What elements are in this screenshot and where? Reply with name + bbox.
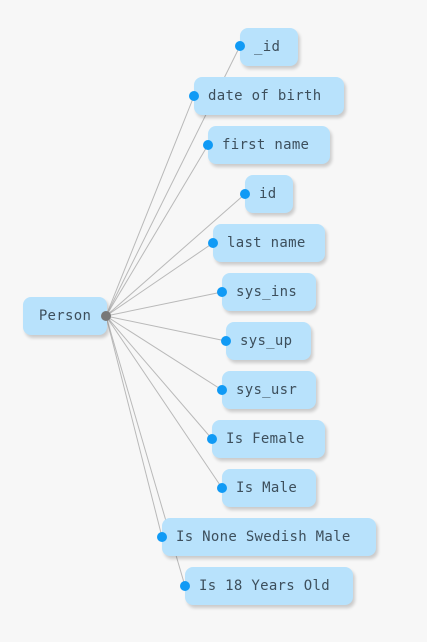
field-node-label: Is Female [226, 431, 305, 447]
edge-sys-usr [105, 315, 223, 391]
field-node-sys-usr[interactable]: sys_usr [222, 371, 316, 409]
entity-node-person[interactable]: Person [23, 297, 107, 335]
field-node-label: Is Male [236, 480, 298, 496]
edge-id [105, 193, 246, 317]
field-connector-dot [207, 434, 217, 444]
field-node-label: sys_up [240, 333, 293, 349]
field-node-label: date of birth [208, 88, 322, 104]
field-node-label: first name [222, 137, 310, 153]
edge-is-none-swedish-male [105, 315, 163, 538]
edge-last-name [105, 242, 214, 317]
field-node-label: sys_ins [236, 284, 298, 300]
field-connector-dot [157, 532, 167, 542]
field-connector-dot [221, 336, 231, 346]
field-connector-dot [235, 41, 245, 51]
field-connector-dot [217, 483, 227, 493]
field-node-date-of-birth[interactable]: date of birth [194, 77, 344, 115]
field-connector-dot [203, 140, 213, 150]
entity-node-label: Person [38, 308, 92, 324]
field-node-is-female[interactable]: Is Female [212, 420, 325, 458]
field-node-label: _id [254, 39, 281, 55]
field-connector-dot [180, 581, 190, 591]
field-connector-dot [208, 238, 218, 248]
edge-is-female [105, 315, 213, 440]
field-node-is-18-years-old[interactable]: Is 18 Years Old [185, 567, 353, 605]
field-node-is-none-swedish-male[interactable]: Is None Swedish Male [162, 518, 376, 556]
field-node-id[interactable]: id [245, 175, 293, 213]
edge-sys-up [105, 315, 227, 342]
field-node-label: id [259, 186, 277, 202]
field-node-first-name[interactable]: first name [208, 126, 330, 164]
edge-sys-ins [105, 291, 223, 317]
field-node-last-name[interactable]: last name [213, 224, 325, 262]
field-node-sys-up[interactable]: sys_up [226, 322, 311, 360]
field-connector-dot [240, 189, 250, 199]
field-connector-dot [217, 385, 227, 395]
field-node-label: sys_usr [236, 382, 298, 398]
edge-is-male [105, 315, 223, 489]
field-node-id-underscore[interactable]: _id [240, 28, 298, 66]
field-connector-dot [217, 287, 227, 297]
root-connector-dot [101, 311, 111, 321]
field-node-label: Is None Swedish Male [176, 529, 351, 545]
field-node-label: last name [227, 235, 306, 251]
field-node-label: Is 18 Years Old [199, 578, 330, 594]
field-node-sys-ins[interactable]: sys_ins [222, 273, 316, 311]
field-node-is-male[interactable]: Is Male [222, 469, 316, 507]
edge-first-name [105, 144, 209, 317]
edge-date-of-birth [105, 95, 195, 317]
field-connector-dot [189, 91, 199, 101]
